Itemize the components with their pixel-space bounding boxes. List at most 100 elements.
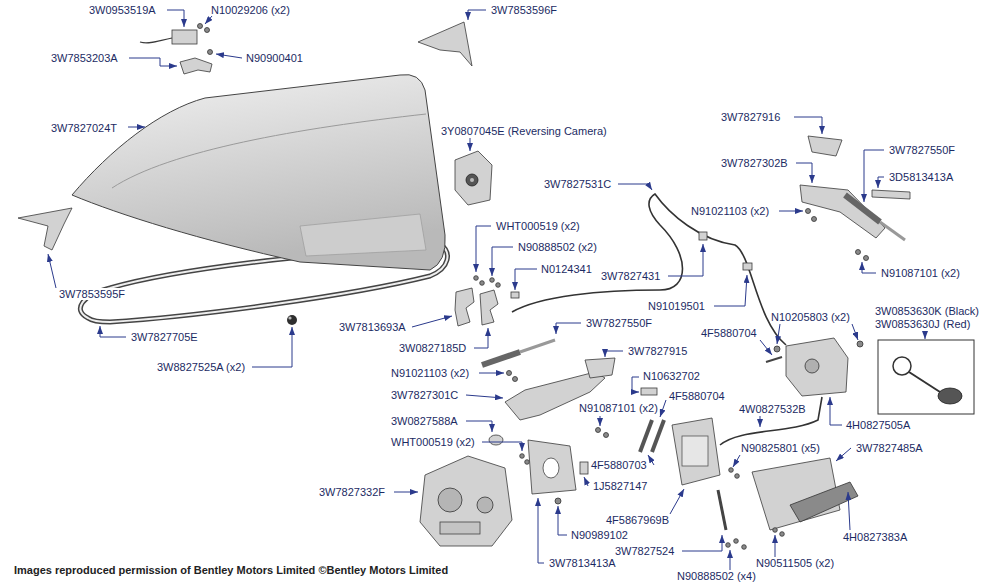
left-hinge — [474, 276, 479, 281]
right-hinge — [806, 209, 811, 214]
left-hinge — [489, 435, 503, 445]
boot-latch — [543, 458, 559, 478]
leader-lines — [660, 400, 666, 417]
part-number: N10205803 (x2) — [770, 311, 851, 323]
leader-lines — [515, 269, 537, 290]
part-number: 3W0853630K (Black) — [874, 305, 980, 317]
leader-lines — [474, 328, 488, 348]
part-number: 4F5867969B — [605, 514, 670, 526]
part-number: N91087101 (x2) — [578, 402, 659, 414]
part-number: 3W7827531C — [543, 178, 612, 190]
leader-lines — [777, 324, 780, 344]
leader-lines — [492, 247, 513, 276]
release-cable — [743, 263, 752, 270]
left-hinge — [520, 340, 555, 352]
leader-lines — [100, 326, 126, 337]
leader-lines — [864, 150, 884, 202]
part-number: 3W7827916 — [720, 111, 781, 123]
left-hinge — [507, 371, 512, 376]
part-number: 3W7813693A — [338, 321, 407, 333]
leader-lines — [682, 535, 722, 551]
lock-assembly — [790, 482, 858, 522]
leader-lines — [466, 395, 503, 398]
part-number: 3W0853630J (Red) — [874, 318, 971, 330]
leader-lines — [730, 550, 731, 570]
part-number: WHT000519 (x2) — [495, 220, 581, 232]
sensor-and-bracket — [205, 28, 210, 33]
leader-lines — [836, 448, 851, 461]
lock-assembly — [726, 543, 731, 548]
left-hinge — [455, 288, 474, 326]
leader-lines — [470, 138, 471, 151]
leader-lines — [479, 373, 504, 374]
part-number: N91087101 (x2) — [880, 267, 961, 279]
leader-lines — [852, 324, 858, 340]
leader-lines — [632, 377, 639, 392]
part-number: 3W8827525A (x2) — [156, 361, 246, 373]
leader-lines — [556, 323, 581, 334]
left-hinge — [482, 352, 520, 365]
leader-lines — [482, 442, 522, 451]
handle-and-rods — [641, 388, 657, 395]
part-number: 3W7853203A — [50, 52, 119, 64]
sensor-and-bracket — [198, 24, 203, 29]
leader-lines — [167, 10, 184, 27]
leader-lines — [794, 117, 822, 134]
camera — [470, 178, 474, 182]
part-number: 3W7827301C — [390, 389, 459, 401]
leader-lines — [412, 316, 452, 327]
part-number: 3W0827185D — [398, 342, 467, 354]
lock-assembly — [766, 357, 782, 362]
lock-assembly — [857, 341, 863, 347]
trim-right — [418, 22, 472, 66]
boot-lid — [72, 75, 445, 270]
leader-lines — [252, 327, 292, 367]
leader-lines — [862, 262, 876, 273]
leader-lines — [830, 397, 842, 425]
part-number: 3W7813413A — [548, 557, 617, 569]
part-number: 3W7827915 — [627, 345, 688, 357]
sensor-and-bracket — [208, 50, 213, 55]
part-number: 3W7827332F — [318, 486, 386, 498]
key-box — [878, 340, 974, 414]
leader-lines — [584, 477, 588, 486]
boot-latch — [555, 498, 561, 504]
leader-lines — [925, 332, 926, 339]
part-number: N91019501 — [647, 300, 706, 312]
rubber-bumper — [287, 315, 297, 325]
part-number: 3W7827524 — [614, 545, 675, 557]
right-hinge — [845, 195, 880, 222]
leader-lines — [48, 10, 925, 570]
left-hinge — [520, 454, 525, 459]
part-number: N90511505 (x2) — [755, 557, 835, 569]
part-number: 3W7827485A — [855, 442, 924, 454]
leader-lines — [466, 421, 492, 432]
trim-left — [18, 208, 72, 250]
part-number: 3W7853595F — [58, 288, 126, 300]
part-number: WHT000519 (x2) — [390, 436, 476, 448]
camera — [455, 151, 492, 205]
sensor-and-bracket — [140, 38, 172, 43]
camera — [466, 174, 478, 186]
trim-left — [18, 208, 72, 250]
left-hinge — [585, 358, 615, 378]
part-number: N90825801 (x5) — [740, 442, 821, 454]
leader-lines — [779, 211, 803, 212]
boot-latch — [528, 440, 576, 494]
left-hinge — [596, 428, 601, 433]
left-hinge — [480, 281, 485, 286]
part-number: N90888502 (x4) — [676, 570, 757, 582]
leader-lines — [760, 340, 772, 355]
leader-lines — [216, 54, 242, 58]
leader-lines — [668, 244, 703, 276]
part-number: 3Y0807045E (Reversing Camera) — [440, 125, 608, 137]
left-hinge — [496, 283, 501, 288]
release-cable — [511, 194, 786, 345]
right-hinge — [864, 256, 869, 261]
part-number: 1J5827147 — [592, 480, 648, 492]
leader-lines — [648, 455, 654, 465]
part-number: N90888502 (x2) — [517, 241, 598, 253]
handle-and-rods — [682, 436, 708, 466]
sensor-and-bracket — [180, 58, 212, 74]
lock-assembly — [780, 532, 785, 537]
